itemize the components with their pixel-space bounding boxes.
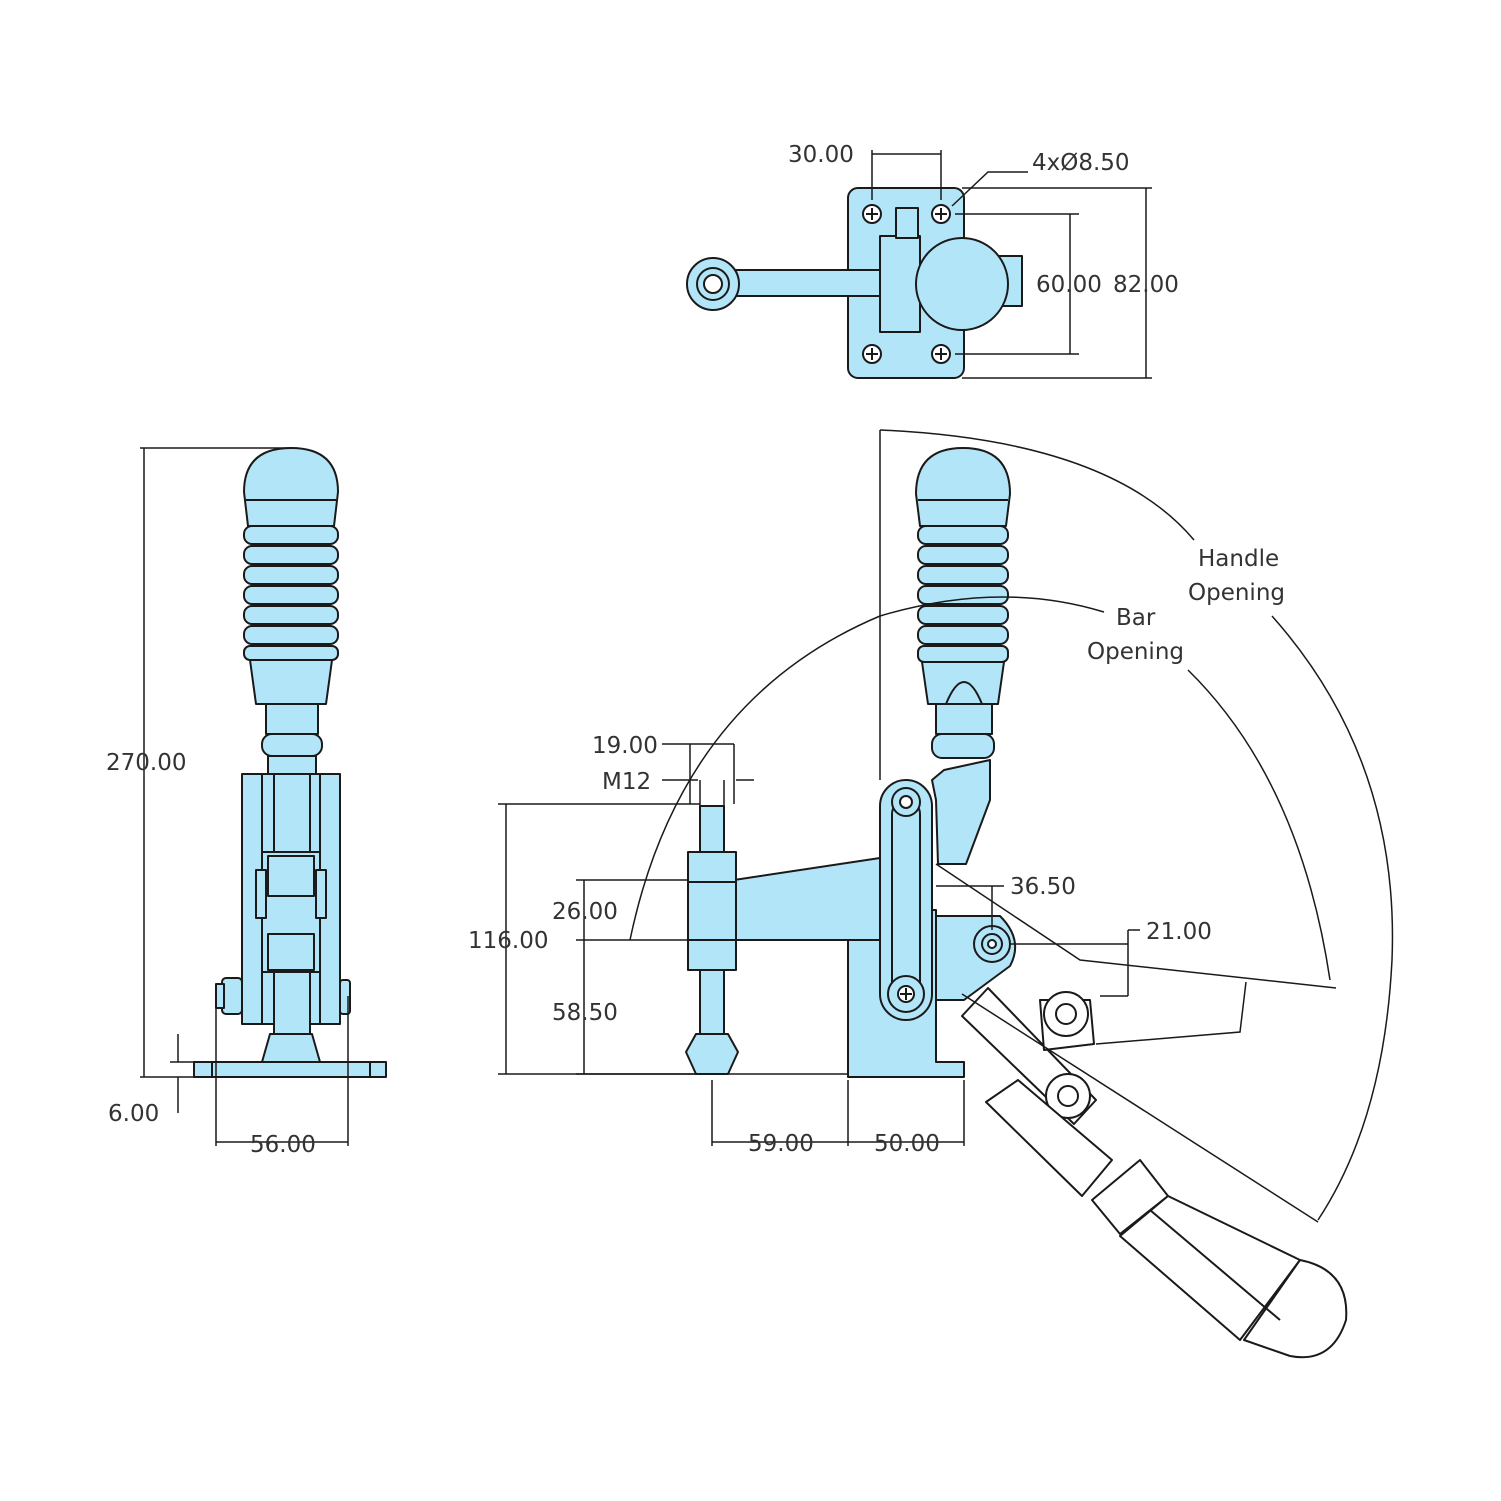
open-handle-ghost — [961, 987, 1348, 1359]
top-view-spindle — [895, 207, 919, 239]
front-view-grip-ribs — [917, 525, 1009, 663]
side-view-grip-ribs — [243, 525, 339, 661]
dim-116: 116.00 — [468, 928, 548, 954]
dim-58: 58.50 — [552, 1000, 618, 1026]
mounting-holes — [862, 204, 951, 364]
top-view-handle-knob — [915, 237, 1009, 331]
label-bar-opening-2: Opening — [1087, 639, 1184, 665]
top-view: 30.00 4xØ8.50 60.00 82.00 — [686, 142, 1179, 379]
side-view-base — [193, 1061, 387, 1078]
dim-m12: M12 — [602, 769, 651, 795]
top-view-arm — [729, 269, 881, 297]
front-view-handle-knob — [915, 447, 1011, 527]
dim-50: 50.00 — [874, 1131, 940, 1157]
top-view-body — [879, 235, 921, 333]
label-handle-opening-1: Handle — [1198, 546, 1279, 572]
dim-outer: 82.00 — [1113, 272, 1179, 298]
dim-hole-spacing: 30.00 — [788, 142, 854, 168]
dim-36: 36.50 — [1010, 874, 1076, 900]
label-handle-opening-2: Opening — [1188, 580, 1285, 606]
dim-19: 19.00 — [592, 733, 658, 759]
dim-59: 59.00 — [748, 1131, 814, 1157]
side-view-handle-knob — [243, 447, 339, 527]
dim-21: 21.00 — [1146, 919, 1212, 945]
front-view-arm — [733, 857, 881, 941]
front-view-handle-lever — [931, 759, 991, 865]
dim-width: 56.00 — [250, 1132, 316, 1158]
dim-inner: 60.00 — [1036, 272, 1102, 298]
front-view-spindle — [699, 805, 725, 853]
dim-holes: 4xØ8.50 — [1032, 150, 1130, 176]
dim-height: 270.00 — [106, 750, 186, 776]
dim-base: 6.00 — [108, 1101, 159, 1127]
side-view: 270.00 6.00 56.00 — [106, 447, 387, 1158]
front-view: Handle Opening Bar Opening 19.00 M12 116… — [468, 429, 1394, 1359]
label-bar-opening-1: Bar — [1116, 605, 1156, 631]
dim-26: 26.00 — [552, 899, 618, 925]
